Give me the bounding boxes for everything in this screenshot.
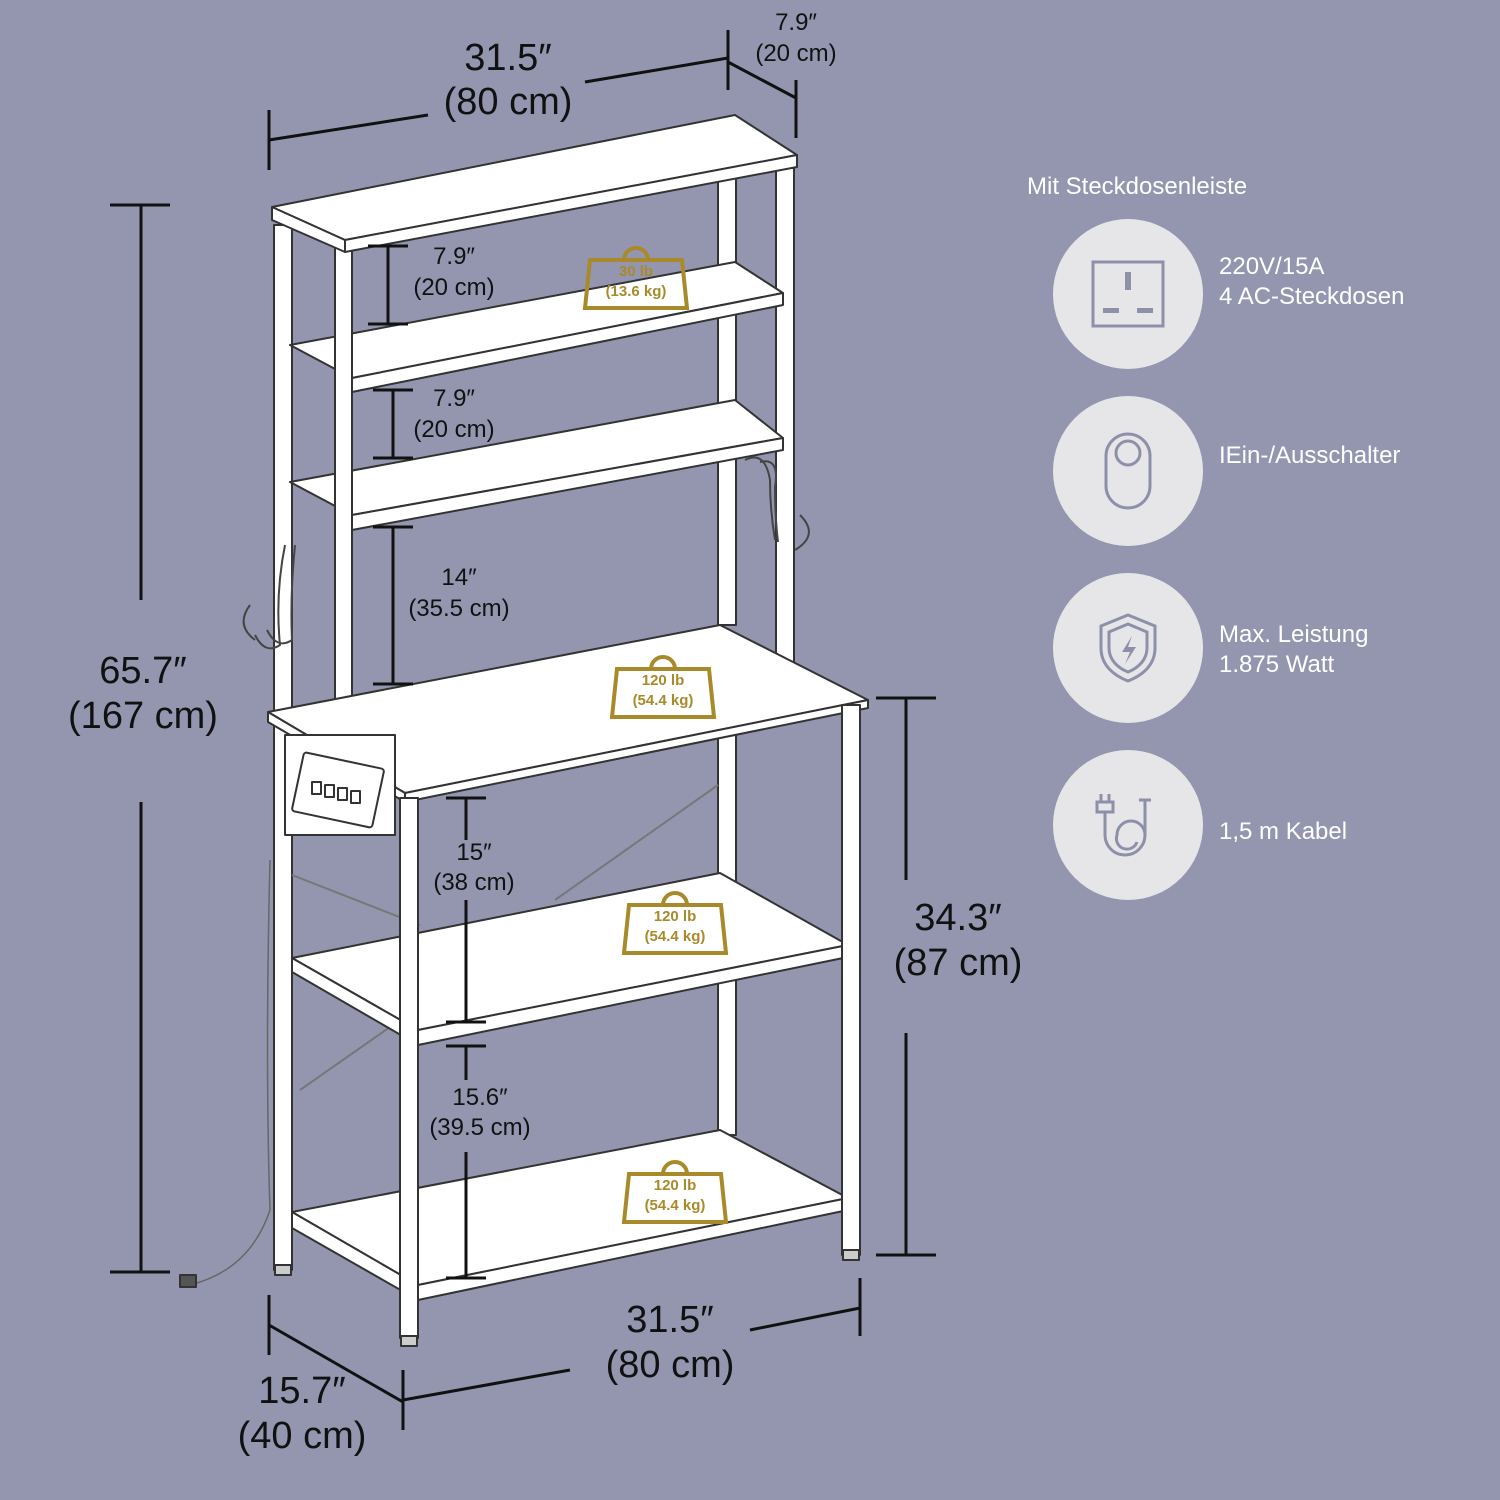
height-desk-cm: (87 cm) (894, 942, 1023, 984)
weight-badge: 30 lb (13.6 kg) (582, 246, 690, 310)
power-strip-sockets (291, 751, 385, 829)
hutch-post-back-right (717, 169, 737, 626)
width-top-cm: (80 cm) (444, 81, 573, 123)
weight-badge: 120 lb (54.4 kg) (609, 655, 717, 719)
gap-2-in: 7.9″ (433, 385, 475, 412)
feature-text: 1.875 Watt (1219, 651, 1335, 678)
gap-4-in: 15″ (456, 839, 492, 866)
hutch-post-front-left (334, 239, 353, 749)
shelf-unit (179, 114, 869, 1347)
s-hooks-right (744, 456, 810, 551)
weight-badge: 120 lb (54.4 kg) (621, 891, 729, 955)
width-top-in: 31.5″ (464, 37, 551, 79)
leg-front-left (399, 797, 419, 1339)
switch-icon (1053, 396, 1203, 546)
depth-top-in: 7.9″ (775, 9, 817, 36)
feature-sockets: 220V/15A 4 AC-Steckdosen (1053, 219, 1473, 369)
height-total-cm: (167 cm) (68, 695, 218, 737)
height-total-in: 65.7″ (99, 650, 186, 692)
depth-top-cm: (20 cm) (755, 40, 836, 67)
shield-bolt-icon (1053, 573, 1203, 723)
weight-kg: (54.4 kg) (645, 928, 706, 945)
dimension-lines (110, 30, 936, 1430)
cross-brace (291, 874, 421, 926)
features-title: Mit Steckdosenleiste (1027, 173, 1248, 200)
hutch-post-front-right (775, 167, 795, 664)
hutch-post-back-left (273, 224, 293, 721)
weight-lb: 120 lb (654, 1177, 697, 1194)
cross-brace (299, 1019, 401, 1091)
s-hooks-left (242, 544, 296, 650)
gap-5-cm: (39.5 cm) (429, 1114, 530, 1141)
gap-5-in: 15.6″ (452, 1084, 508, 1111)
height-desk-in: 34.3″ (914, 897, 1001, 939)
power-socket-icon (1053, 219, 1203, 369)
width-bottom-in: 31.5″ (626, 1299, 713, 1341)
gap-4-cm: (38 cm) (433, 869, 514, 896)
weight-kg: (54.4 kg) (645, 1197, 706, 1214)
gap-1-in: 7.9″ (433, 243, 475, 270)
feature-switch: IEin-/Ausschalter (1053, 396, 1473, 546)
cross-brace (554, 784, 719, 901)
foot (842, 1249, 860, 1261)
weight-badge: 120 lb (54.4 kg) (621, 1160, 729, 1224)
feature-text: 220V/15A (1219, 253, 1325, 280)
depth-bottom-cm: (40 cm) (238, 1415, 367, 1457)
leg-front-right (841, 704, 861, 1256)
plug-icon (179, 1274, 197, 1288)
gap-2-cm: (20 cm) (413, 416, 494, 443)
dimension-labels: 31.5″ (80 cm) 7.9″ (20 cm) 65.7″ (167 cm… (68, 9, 1022, 1457)
foot (400, 1335, 418, 1347)
weight-lb: 120 lb (642, 672, 685, 689)
gap-3-in: 14″ (441, 564, 477, 591)
depth-bottom-in: 15.7″ (258, 1370, 345, 1412)
feature-text: 1,5 m Kabel (1219, 818, 1348, 845)
weight-lb: 30 lb (619, 263, 653, 280)
feature-text: IEin-/Ausschalter (1219, 442, 1401, 469)
gap-3-cm: (35.5 cm) (408, 595, 509, 622)
weight-kg: (13.6 kg) (606, 283, 667, 300)
width-bottom-cm: (80 cm) (606, 1344, 735, 1386)
weight-lb: 120 lb (654, 908, 697, 925)
feature-text: 4 AC-Steckdosen (1219, 283, 1405, 310)
feature-cable: 1,5 m Kabel (1053, 750, 1473, 900)
top-board-side (271, 206, 346, 253)
foot (274, 1264, 292, 1276)
feature-power: Max. Leistung 1.875 Watt (1053, 573, 1473, 723)
gap-1-cm: (20 cm) (413, 274, 494, 301)
cable-plug-icon (1053, 750, 1203, 900)
feature-text: Max. Leistung (1219, 621, 1369, 648)
weight-kg: (54.4 kg) (633, 692, 694, 709)
power-cable (189, 859, 271, 1286)
